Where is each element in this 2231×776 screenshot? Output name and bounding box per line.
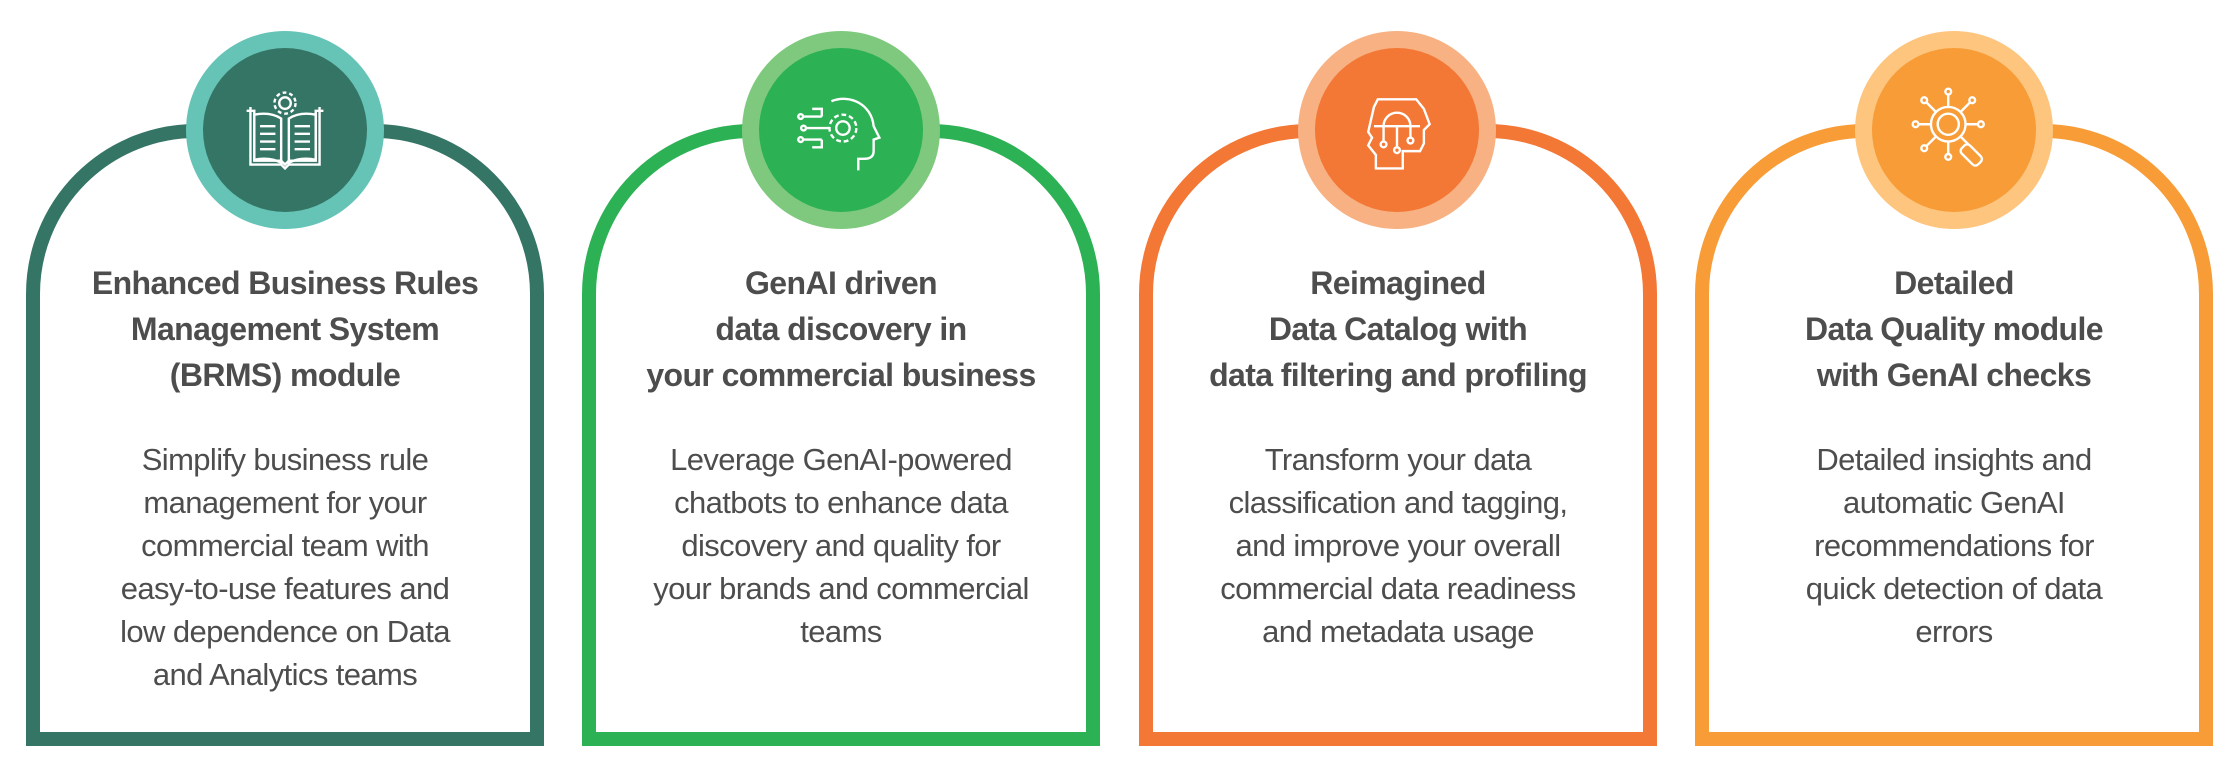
icon-disc bbox=[1315, 48, 1479, 212]
card-body: Leverage GenAI-powered chatbots to enhan… bbox=[653, 442, 1029, 649]
icon-ring bbox=[742, 31, 940, 229]
icon-ring bbox=[1855, 31, 2053, 229]
icon-disc bbox=[759, 48, 923, 212]
brain-circuit-head-icon bbox=[1366, 98, 1432, 170]
data-magnifier-icon bbox=[1911, 87, 1985, 167]
card-body: Transform your data classification and t… bbox=[1220, 442, 1576, 649]
card-title: Enhanced Business Rules Management Syste… bbox=[91, 265, 479, 393]
icon-disc bbox=[1872, 48, 2036, 212]
card-data-catalog: Reimagined Data Catalog with data filter… bbox=[1139, 124, 1657, 746]
card-title: GenAI driven data discovery in your comm… bbox=[646, 265, 1036, 393]
book-gear-icon bbox=[246, 91, 324, 171]
card-body: Detailed insights and automatic GenAI re… bbox=[1805, 442, 2103, 649]
card-body: Simplify business rule management for yo… bbox=[120, 442, 450, 692]
card-title: Detailed Data Quality module with GenAI … bbox=[1805, 265, 2104, 393]
icon-ring bbox=[186, 31, 384, 229]
ai-head-gear-icon bbox=[797, 97, 882, 171]
icon-disc bbox=[203, 48, 367, 212]
icon-ring bbox=[1298, 31, 1496, 229]
card-title: Reimagined Data Catalog with data filter… bbox=[1209, 265, 1587, 393]
